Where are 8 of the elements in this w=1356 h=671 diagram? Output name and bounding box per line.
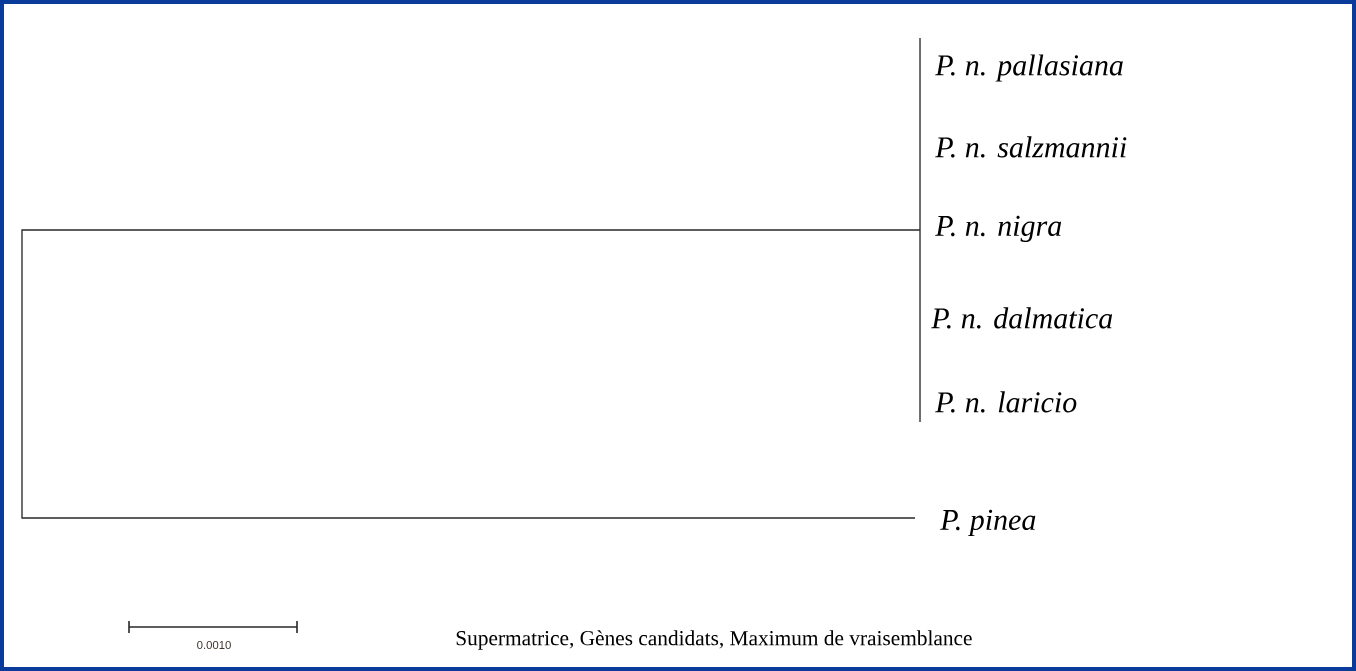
taxon-label: P. n. dalmatica xyxy=(931,307,1113,329)
taxon-label: P. n. salzmannii xyxy=(935,136,1127,158)
caption: Supermatrice, Gènes candidats, Maximum de vraisemblance xyxy=(456,630,972,650)
taxon-label: P. n. laricio xyxy=(935,391,1077,413)
taxon-label: P. n. pallasiana xyxy=(935,54,1123,82)
scale-value: 0.0010 xyxy=(197,641,231,649)
taxon-label: P. n. nigra xyxy=(935,215,1062,243)
taxon-label: P. pinea xyxy=(940,509,1036,537)
